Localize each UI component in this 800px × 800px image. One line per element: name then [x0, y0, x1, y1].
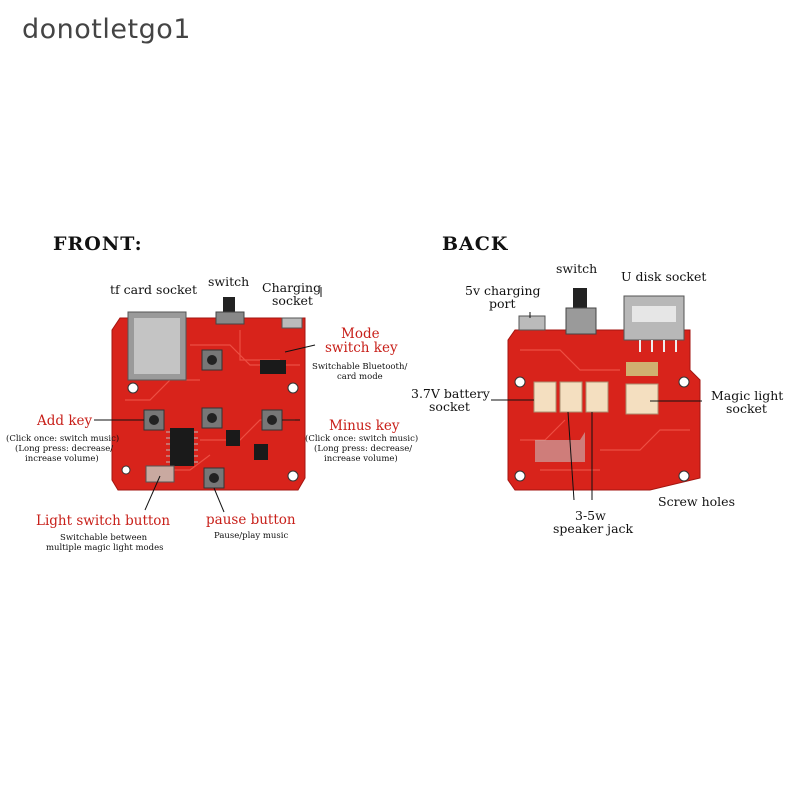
magic-light-socket-label-line1: Magic light: [711, 388, 784, 403]
add-key-note-line3: increase volume): [25, 454, 99, 464]
front-switch-label: switch: [208, 274, 250, 289]
magic-light-socket-label-line2: socket: [726, 401, 767, 416]
back-heading: BACK: [442, 233, 509, 255]
charging-socket-label-line1: Charging: [262, 280, 322, 295]
mode-key-note-line1: Switchable Bluetooth/: [312, 362, 408, 372]
tf-card-socket-label: tf card socket: [110, 282, 197, 297]
charging-port-label-line2: port: [489, 296, 516, 311]
watermark: donotletgo1: [22, 14, 191, 45]
front-heading: FRONT:: [53, 233, 143, 255]
battery-socket-label-line2: socket: [429, 399, 470, 414]
mode-key-label-line2: switch key: [325, 340, 398, 356]
minus-key-note-line3: increase volume): [324, 454, 398, 464]
minus-key-note-line1: (Click once: switch music): [305, 434, 419, 444]
light-switch-note-line1: Switchable between: [60, 533, 148, 543]
minus-key-note-line2: (Long press: decrease/: [314, 444, 413, 454]
speaker-jack-label-line2: speaker jack: [553, 521, 634, 536]
add-key-label: Add key: [37, 413, 93, 429]
screw-holes-label: Screw holes: [658, 494, 735, 509]
mode-key-label-line1: Mode: [341, 326, 380, 342]
battery-socket-label-line1: 3.7V battery: [411, 386, 490, 401]
light-switch-note-line2: multiple magic light modes: [46, 543, 164, 553]
minus-key-label: Minus key: [329, 418, 400, 434]
u-disk-socket-label: U disk socket: [621, 269, 707, 284]
pause-button-label: pause button: [206, 512, 296, 528]
add-key-note-line1: (Click once: switch music): [6, 434, 120, 444]
light-switch-button-label: Light switch button: [36, 513, 171, 529]
charging-port-label-line1: 5v charging: [465, 283, 541, 298]
back-switch-label: switch: [556, 261, 598, 276]
add-key-note-line2: (Long press: decrease/: [15, 444, 114, 454]
pause-button-note: Pause/play music: [214, 531, 289, 541]
mode-key-note-line2: card mode: [337, 372, 383, 382]
speaker-jack-label-line1: 3-5w: [575, 508, 606, 523]
charging-socket-label-line2: socket: [272, 293, 313, 308]
